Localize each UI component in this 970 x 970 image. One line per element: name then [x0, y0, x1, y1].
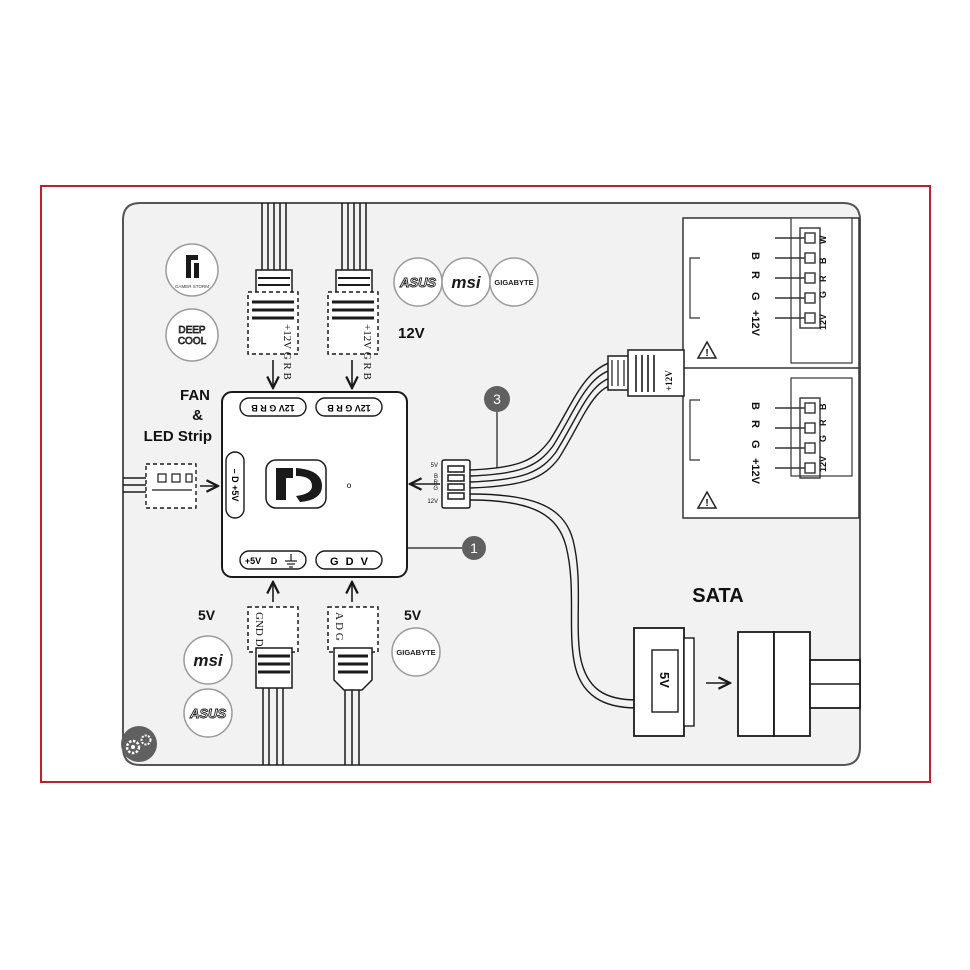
sata-connector: 5V	[633, 627, 695, 737]
deepcool-logo: DEEP COOL	[165, 308, 219, 362]
top-left-connector: +12V G R B	[247, 203, 299, 380]
pin-label: +12V	[749, 310, 761, 337]
hub-port-top-left: 12V G R B	[251, 403, 295, 413]
pin-label: 12V	[818, 456, 828, 472]
svg-text:ASUS: ASUS	[399, 275, 436, 290]
rgb-hub: 12V G R B 12V G R B – D +5V +5V D G D V …	[221, 391, 408, 578]
svg-text:GAMER STORM: GAMER STORM	[175, 284, 209, 289]
svg-text:!: !	[705, 498, 708, 509]
pin-label: +12V	[749, 458, 761, 485]
svg-text:msi: msi	[193, 651, 224, 670]
pin-label: B	[818, 403, 828, 410]
motherboard-header-area: ! !	[682, 217, 860, 519]
connector-pin-labels: +12V G R B	[281, 324, 293, 380]
wire-bundle-lower	[469, 493, 638, 709]
svg-text:3: 3	[493, 391, 501, 407]
svg-text:B: B	[434, 474, 438, 480]
asus-logo: ASUS	[183, 688, 233, 738]
splitter-plug	[441, 459, 471, 509]
svg-text:5V: 5V	[431, 463, 438, 469]
pin-label: 12V	[818, 314, 828, 330]
gears-icon	[121, 726, 157, 762]
upper-header-horizontal-labels: 12V G R B W	[818, 235, 828, 330]
gamer-storm-logo: GAMER STORM	[165, 243, 219, 297]
sata-voltage-tag: 5V	[657, 672, 672, 688]
v12-label: 12V	[398, 325, 425, 342]
led-strip-label: LED Strip	[144, 428, 212, 445]
svg-text:COOL: COOL	[178, 336, 207, 347]
lower-header-horizontal-labels: 12V G R B	[818, 403, 828, 472]
pin-label: B	[818, 257, 828, 264]
ground-icon	[285, 554, 297, 568]
pin-label: R	[749, 420, 761, 428]
svg-text:GIGABYTE: GIGABYTE	[396, 648, 435, 657]
pin-label: R	[818, 419, 828, 426]
hub-port-top-right: 12V G R B	[327, 403, 371, 413]
power-supply-socket	[737, 631, 861, 737]
svg-text:DEEP: DEEP	[178, 325, 206, 336]
svg-text:msi: msi	[451, 273, 482, 292]
connector-pin-labels: +12V G R B	[361, 324, 373, 380]
pin-label: B	[749, 402, 761, 410]
fan-label: FAN	[180, 387, 210, 404]
warning-icon: !	[696, 490, 718, 509]
hub-port-bottom-right: G D V	[330, 556, 369, 568]
v5-left-label: 5V	[198, 607, 216, 623]
bottom-right-connector: A D G	[327, 606, 379, 765]
pin-label: G	[749, 292, 761, 301]
hub-logo-icon	[265, 459, 327, 509]
msi-logo: msi	[183, 635, 233, 685]
pin-label: G	[749, 440, 761, 449]
svg-text:ASUS: ASUS	[189, 706, 226, 721]
hub-port-left: – D +5V	[230, 469, 240, 502]
hub-port-bottom-left-b: D	[271, 556, 278, 566]
v5-right-label: 5V	[404, 607, 422, 623]
header-plug: +12V	[607, 349, 685, 397]
wire-bundle-upper	[469, 359, 621, 489]
gigabyte-logo: GIGABYTE	[391, 627, 441, 677]
lower-header-vertical-labels: B R G +12V	[749, 402, 761, 485]
wire-labels: 5V B R G 12V	[427, 463, 438, 505]
hub-indicator: o	[347, 481, 352, 490]
upper-header-vertical-labels: B R G +12V	[749, 252, 761, 337]
svg-text:GIGABYTE: GIGABYTE	[494, 278, 533, 287]
plug-label: +12V	[664, 370, 674, 391]
pin-label: R	[749, 271, 761, 279]
svg-text:R: R	[434, 480, 439, 486]
gigabyte-logo: GIGABYTE	[489, 257, 539, 307]
bottom-left-connector: GND D +5V	[247, 606, 299, 765]
fan-connector	[123, 463, 197, 509]
svg-text:1: 1	[470, 540, 478, 556]
top-right-connector: +12V G R B	[327, 203, 379, 380]
sata-label: SATA	[692, 585, 743, 607]
connector-pin-labels: A D G	[333, 612, 345, 641]
callout-badge-1: 1	[462, 536, 486, 560]
pin-label: B	[749, 252, 761, 260]
pin-label: G	[818, 291, 828, 298]
pin-label: W	[818, 235, 828, 244]
svg-text:12V: 12V	[427, 499, 438, 505]
ampersand-label: &	[192, 407, 203, 424]
asus-logo: ASUS	[393, 257, 443, 307]
callout-badge-3: 3	[484, 386, 510, 412]
panel	[122, 202, 861, 766]
pin-label: G	[818, 435, 828, 442]
warning-icon: !	[696, 340, 718, 359]
hub-port-bottom-left-a: +5V	[245, 556, 261, 566]
pin-label: R	[818, 275, 828, 282]
svg-text:!: !	[705, 348, 708, 359]
svg-text:G: G	[433, 486, 438, 492]
msi-logo: msi	[441, 257, 491, 307]
